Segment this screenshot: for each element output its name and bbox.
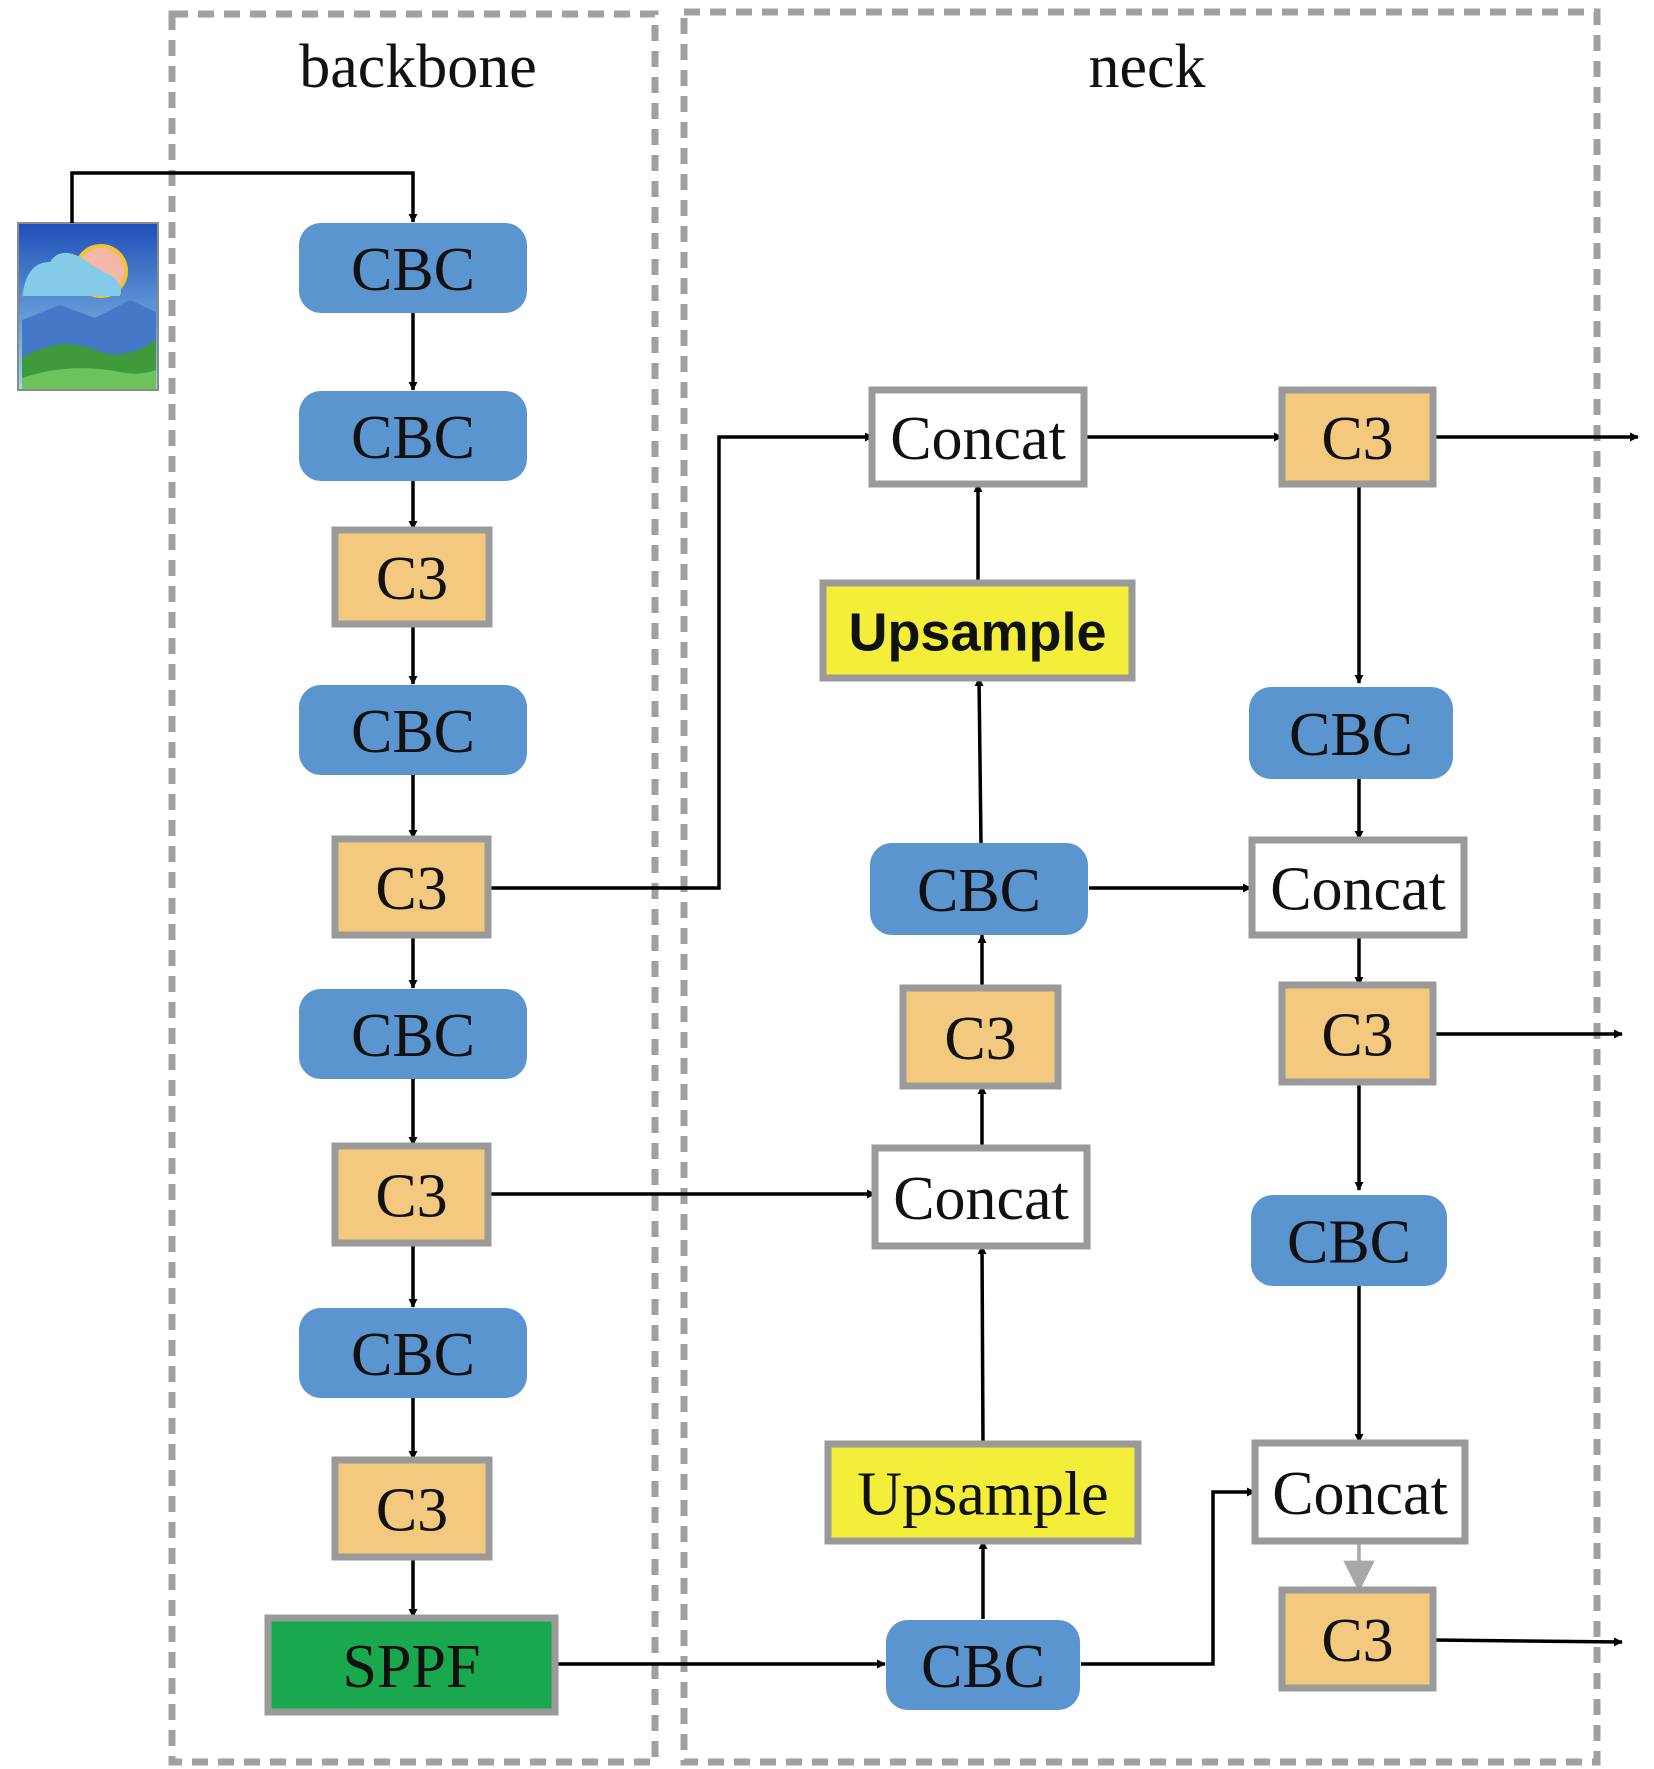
cbc-box: [299, 1308, 527, 1398]
c3-box: [331, 1142, 492, 1247]
node-b-cbc3: CBC: [299, 685, 527, 775]
node-n-c3-out3: C3: [1278, 1586, 1437, 1692]
cbc-box: [299, 989, 527, 1079]
c3-box: [1278, 1586, 1437, 1692]
node-b-sppf: SPPF: [264, 1614, 559, 1716]
concat-box: [1251, 1439, 1469, 1545]
node-n-cbc2: CBC: [886, 1620, 1080, 1710]
c3-label: C3: [1321, 1607, 1393, 1675]
output-arrow-3: [1432, 1637, 1623, 1647]
node-n-cbc1: CBC: [870, 843, 1088, 935]
node-b-cbc4: CBC: [299, 989, 527, 1079]
upsample-label: Upsample: [848, 603, 1106, 663]
edge-n-upsample2-to-n-concat2: [977, 1245, 987, 1445]
node-b-c3-2: C3: [331, 835, 492, 939]
cbc-label: CBC: [917, 857, 1041, 925]
c3-label: C3: [376, 545, 448, 613]
edge-b-c3-2-to-n-concat1: [488, 432, 874, 890]
c3-label: C3: [376, 1477, 448, 1545]
c3-box: [1278, 386, 1437, 488]
node-n-cbc3: CBC: [1249, 687, 1453, 779]
cbc-box: [1249, 687, 1453, 779]
concat-label: Concat: [1272, 1460, 1448, 1528]
concat-box: [868, 386, 1088, 488]
cbc-label: CBC: [351, 236, 475, 304]
node-b-c3-3: C3: [331, 1142, 492, 1247]
cbc-box: [299, 223, 527, 313]
cbc-label: CBC: [1287, 1209, 1411, 1277]
upsample-box: [819, 579, 1136, 682]
edge-n-cbc2-to-n-concat4: [1081, 1487, 1256, 1666]
node-b-cbc2: CBC: [299, 391, 527, 481]
cbc-label: CBC: [1289, 701, 1413, 769]
cbc-label: CBC: [921, 1633, 1045, 1701]
upsample-box: [824, 1440, 1142, 1545]
cbc-label: CBC: [351, 1321, 475, 1389]
node-n-upsample1: Upsample: [819, 579, 1136, 682]
cbc-label: CBC: [351, 404, 475, 472]
cbc-label: CBC: [351, 698, 475, 766]
concat-box: [871, 1144, 1091, 1250]
node-n-c3-out2: C3: [1278, 981, 1437, 1086]
neck-title: neck: [1088, 33, 1205, 101]
c3-label: C3: [375, 1163, 447, 1231]
sppf-box: [264, 1614, 559, 1716]
node-n-concat2: Concat: [871, 1144, 1091, 1250]
node-b-c3-1: C3: [331, 526, 493, 628]
landscape-image-icon: [17, 222, 159, 391]
upsample-label: Upsample: [857, 1461, 1108, 1529]
cbc-box: [886, 1620, 1080, 1710]
c3-label: C3: [1321, 1002, 1393, 1070]
node-n-concat1: Concat: [868, 386, 1088, 488]
c3-label: C3: [1321, 405, 1393, 473]
cbc-box: [299, 685, 527, 775]
diagram-nodes: CBCCBCC3CBCC3CBCC3CBCC3SPPFConcatUpsampl…: [264, 223, 1469, 1716]
c3-box: [331, 835, 492, 939]
cbc-label: CBC: [351, 1002, 475, 1070]
edge-n-cbc1-to-n-upsample1: [974, 677, 984, 845]
c3-box: [331, 526, 493, 628]
node-b-c3-4: C3: [331, 1456, 493, 1561]
c3-box: [1278, 981, 1437, 1086]
cbc-box: [870, 843, 1088, 935]
c3-box: [331, 1456, 493, 1561]
node-b-cbc5: CBC: [299, 1308, 527, 1398]
node-n-concat3: Concat: [1248, 836, 1468, 939]
backbone-title: backbone: [299, 33, 537, 101]
c3-label: C3: [944, 1005, 1016, 1073]
cbc-box: [1251, 1195, 1447, 1286]
c3-box: [899, 984, 1062, 1090]
concat-label: Concat: [893, 1165, 1069, 1233]
node-n-concat4: Concat: [1251, 1439, 1469, 1545]
node-n-upsample2: Upsample: [824, 1440, 1142, 1545]
node-n-c3-1: C3: [899, 984, 1062, 1090]
sppf-label: SPPF: [343, 1633, 481, 1701]
cbc-box: [299, 391, 527, 481]
concat-label: Concat: [890, 405, 1066, 473]
concat-label: Concat: [1270, 856, 1446, 924]
connection-arrows: [70, 171, 1639, 1669]
c3-label: C3: [375, 855, 447, 923]
concat-box: [1248, 836, 1468, 939]
node-b-cbc1: CBC: [299, 223, 527, 313]
node-n-c3-out1: C3: [1278, 386, 1437, 488]
node-n-cbc4: CBC: [1251, 1195, 1447, 1286]
edge-input-to-cbc1: [70, 171, 418, 223]
